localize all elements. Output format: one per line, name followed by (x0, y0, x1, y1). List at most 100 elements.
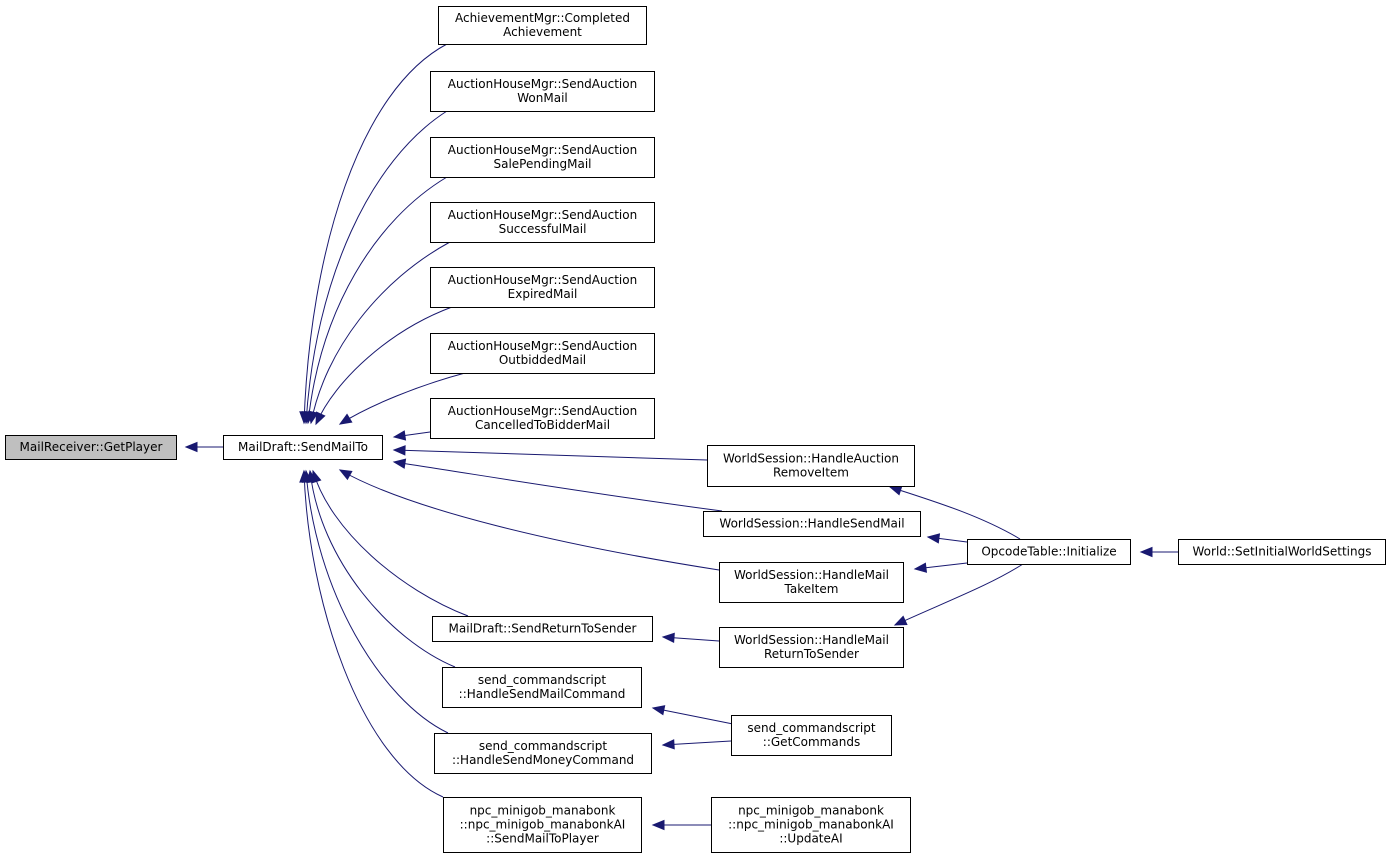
node-sendmailcmd[interactable]: send_commandscript::HandleSendMailComman… (442, 667, 642, 708)
node-box[interactable] (1178, 539, 1386, 565)
arrowhead-icon (392, 430, 407, 441)
node-box[interactable] (430, 202, 655, 243)
node-getplayer[interactable]: MailReceiver::GetPlayer (5, 435, 177, 460)
node-box[interactable] (434, 733, 652, 774)
node-box[interactable] (438, 6, 647, 45)
edge-opcodeinit-to-wstake (913, 562, 968, 573)
node-label: RemoveItem (773, 466, 849, 480)
edge-line (303, 470, 444, 798)
node-label: WorldSession::HandleAuction (723, 452, 899, 466)
arrowhead-icon (893, 615, 908, 626)
node-ahoutbid[interactable]: AuctionHouseMgr::SendAuctionOutbiddedMai… (430, 333, 655, 374)
edge-line (309, 470, 456, 668)
edge-line (305, 110, 448, 424)
arrowhead-icon (338, 413, 353, 425)
edge-line (303, 43, 448, 424)
node-box[interactable] (442, 667, 642, 708)
node-label: TakeItem (784, 582, 839, 596)
edge-line (315, 306, 453, 425)
node-label: AuctionHouseMgr::SendAuction (448, 404, 637, 418)
node-box[interactable] (719, 562, 904, 603)
node-box[interactable] (5, 435, 177, 460)
edge-line (312, 470, 469, 617)
edge-line (393, 449, 708, 461)
node-box[interactable] (430, 398, 655, 439)
node-box[interactable] (711, 797, 911, 853)
edge-ahoutbid-to-sendmailto (338, 372, 466, 425)
edge-line (393, 461, 723, 512)
node-worldsettings[interactable]: World::SetInitialWorldSettings (1178, 539, 1386, 565)
node-label: AchievementMgr::Completed (455, 11, 630, 25)
node-sendmailto[interactable]: MailDraft::SendMailTo (223, 435, 383, 460)
node-sendmoneycmd[interactable]: send_commandscript::HandleSendMoneyComma… (434, 733, 652, 774)
node-box[interactable] (430, 267, 655, 308)
arrowhead-icon (315, 411, 326, 426)
node-label: SalePendingMail (493, 157, 591, 171)
arrowhead-icon (1139, 546, 1153, 558)
edge-ahexpired-to-sendmailto (315, 306, 453, 426)
edge-wstake-to-sendmailto (338, 469, 720, 571)
node-getcommands[interactable]: send_commandscript::GetCommands (731, 715, 892, 756)
arrowhead-icon (651, 705, 666, 716)
arrowhead-icon (338, 469, 353, 481)
node-label: OutbiddedMail (499, 353, 586, 367)
node-npcsendmail[interactable]: npc_minigob_manabonk::npc_minigob_manabo… (443, 797, 642, 853)
edge-npcupdate-to-npcsendmail (651, 819, 711, 831)
node-ahsuccess[interactable]: AuctionHouseMgr::SendAuctionSuccessfulMa… (430, 202, 655, 243)
node-box[interactable] (703, 511, 921, 537)
node-label: ReturnToSender (764, 647, 859, 661)
edge-getcommands-to-sendmoneycmd (661, 739, 732, 750)
arrowhead-icon (913, 562, 928, 573)
node-ahsalepending[interactable]: AuctionHouseMgr::SendAuctionSalePendingM… (430, 137, 655, 178)
edge-wsremove-to-sendmailto (392, 445, 708, 461)
edge-line (339, 372, 466, 425)
node-opcodeinit[interactable]: OpcodeTable::Initialize (967, 539, 1131, 565)
arrowhead-icon (308, 410, 319, 425)
node-label: WonMail (517, 91, 567, 105)
node-label: Achievement (503, 25, 582, 39)
node-wssendmail[interactable]: WorldSession::HandleSendMail (703, 511, 921, 537)
arrowhead-icon (299, 469, 310, 483)
node-label: AuctionHouseMgr::SendAuction (448, 208, 637, 222)
node-label: MailDraft::SendMailTo (238, 440, 368, 454)
edge-sendmailto-to-getplayer (184, 441, 223, 453)
node-box[interactable] (430, 71, 655, 112)
node-ahcancel[interactable]: AuctionHouseMgr::SendAuctionCancelledToB… (430, 398, 655, 439)
node-box[interactable] (430, 333, 655, 374)
node-label: ::HandleSendMoneyCommand (452, 753, 634, 767)
node-label: OpcodeTable::Initialize (981, 545, 1116, 559)
edge-line (894, 563, 1024, 626)
edge-ahwon-to-sendmailto (301, 110, 448, 425)
node-box[interactable] (443, 797, 642, 853)
node-label: AuctionHouseMgr::SendAuction (448, 339, 637, 353)
node-box[interactable] (430, 137, 655, 178)
edge-line (305, 470, 449, 734)
node-returntosender[interactable]: MailDraft::SendReturnToSender (432, 616, 653, 642)
arrowhead-icon (661, 739, 675, 750)
edge-wsreturn-to-returntosender (661, 632, 720, 644)
edge-sendmoneycmd-to-sendmailto (301, 469, 449, 734)
edge-line (310, 241, 451, 424)
node-box[interactable] (707, 445, 915, 487)
edge-line (307, 176, 448, 424)
node-box[interactable] (223, 435, 383, 460)
node-box[interactable] (719, 627, 904, 668)
node-label: World::SetInitialWorldSettings (1193, 545, 1372, 559)
node-box[interactable] (432, 616, 653, 642)
node-label: send_commandscript (478, 673, 606, 687)
node-npcupdate[interactable]: npc_minigob_manabonk::npc_minigob_manabo… (711, 797, 911, 853)
node-box[interactable] (967, 539, 1131, 565)
node-box[interactable] (731, 715, 892, 756)
node-label: ::UpdateAI (779, 832, 842, 846)
node-label: SuccessfulMail (499, 222, 587, 236)
node-label: CancelledToBidderMail (475, 418, 610, 432)
node-label: ::SendMailToPlayer (486, 832, 599, 846)
edge-wssendmail-to-sendmailto (392, 458, 723, 512)
arrowhead-icon (661, 632, 675, 644)
